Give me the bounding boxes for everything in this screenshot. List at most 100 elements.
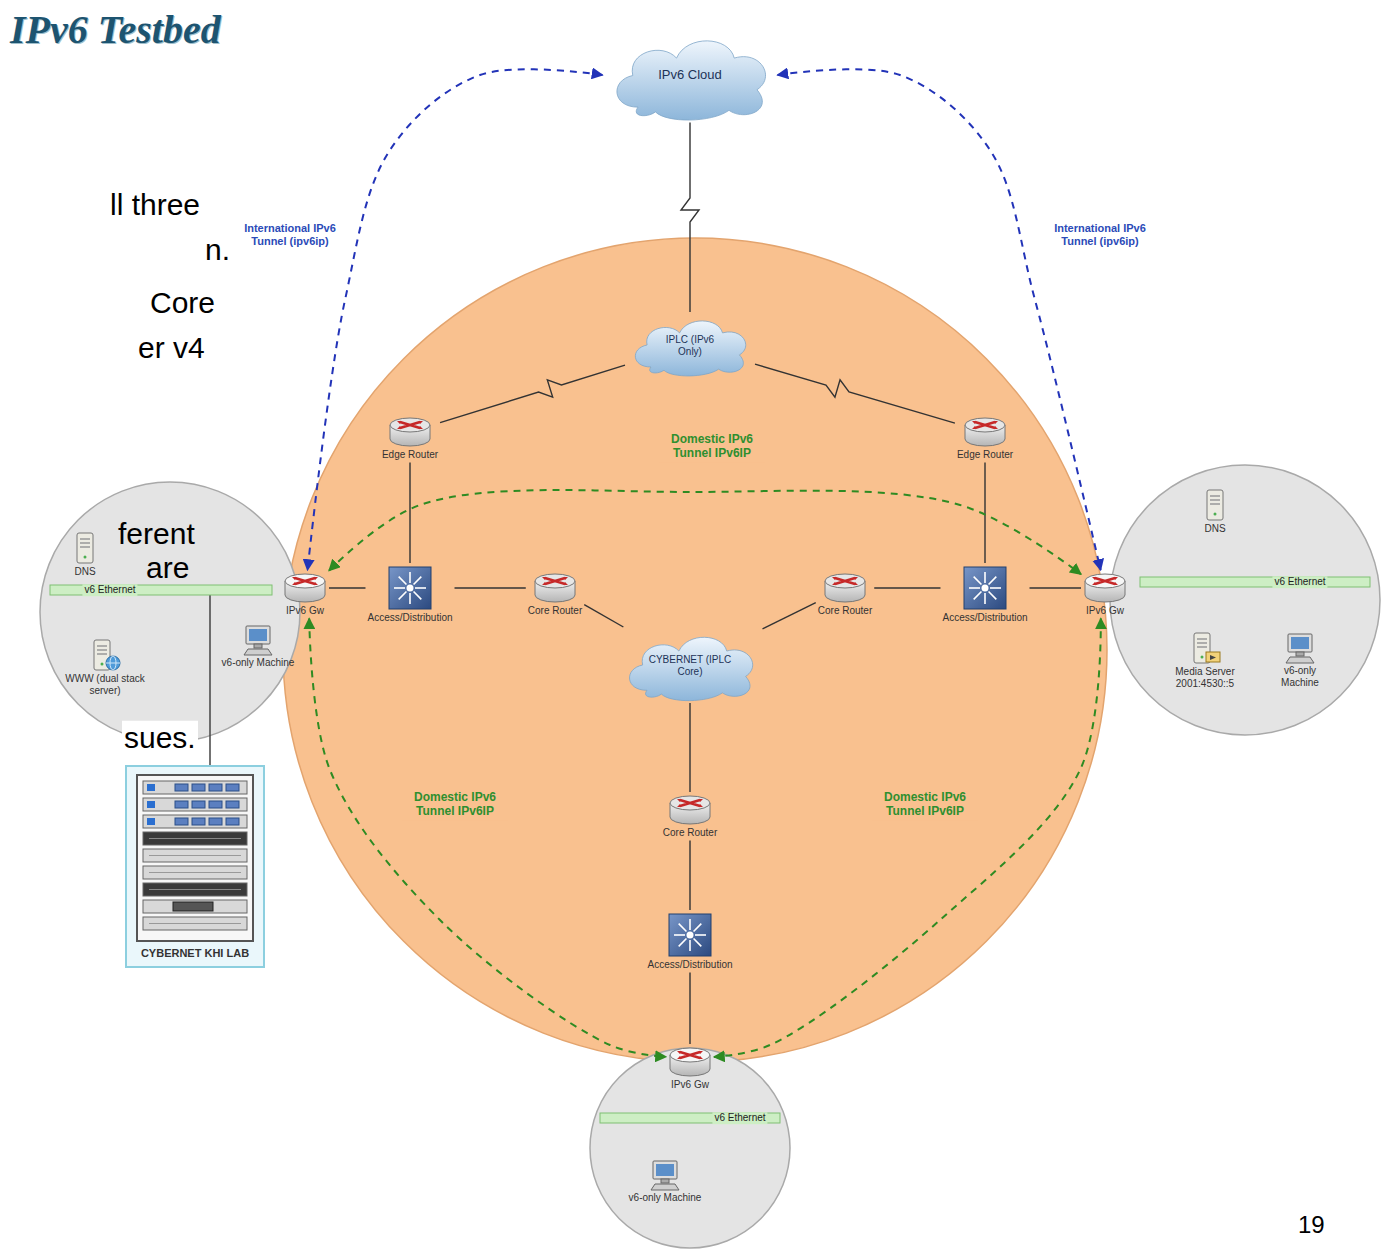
network-link: [689, 973, 690, 1045]
media-play: [1210, 655, 1216, 660]
switch-ray: [409, 572, 411, 583]
switch-ray: [695, 934, 706, 936]
drive-bay: [97, 649, 107, 651]
network-link: [409, 463, 410, 564]
server-icon: DNS: [70, 529, 100, 580]
drive-bay: [97, 645, 107, 647]
ipv6-tunnel: [714, 619, 1101, 1057]
router-top: [965, 418, 1005, 432]
network-link: [984, 463, 985, 564]
server-case: [77, 533, 93, 563]
switch-hub: [982, 585, 989, 592]
rack-unit: [143, 900, 247, 913]
router-top: [825, 574, 865, 588]
rack-vent: [149, 872, 241, 873]
node-label: IPLC (IPv6 Only): [655, 334, 725, 357]
ethernet-bar: [600, 1113, 780, 1123]
node-label: CYBERNET (IPLC Core): [648, 654, 733, 677]
gateway-router: IPv6 Gw: [666, 1044, 714, 1093]
switch-ray: [974, 592, 982, 600]
switch-ray: [694, 939, 702, 947]
rack-badge: [147, 801, 155, 808]
rack-unit: [143, 798, 247, 811]
network-link: [874, 587, 940, 588]
network-cloud: CYBERNET (IPLC Core): [618, 627, 763, 703]
icon: [72, 531, 98, 565]
node-label: v6-only Machine: [629, 1192, 702, 1204]
rack-unit: [143, 832, 247, 845]
network-link: [455, 587, 526, 588]
screen: [656, 1164, 674, 1176]
drive-bay: [80, 542, 90, 544]
node-label: Edge Router: [382, 449, 438, 461]
rack-unit: [143, 849, 247, 862]
switch-ray: [415, 587, 426, 589]
switch-ray: [984, 572, 986, 583]
cloud-outline: [629, 637, 752, 700]
router-icon: Core Router: [526, 570, 584, 619]
monitor: [1288, 634, 1312, 652]
icon: [963, 416, 1007, 448]
router-arrows: [835, 578, 855, 584]
monitor: [246, 626, 270, 644]
switch-ray: [984, 593, 986, 604]
network-link: [763, 603, 816, 629]
switch-ray: [990, 587, 1001, 589]
router-top: [670, 796, 710, 810]
router-arrowheads: [292, 577, 318, 585]
router-icon: Core Router: [661, 792, 719, 841]
rack-unit: [143, 917, 247, 930]
ipv6-tunnel: [778, 69, 1101, 570]
workstation: v6-only Machine: [1267, 630, 1333, 690]
icon: [667, 912, 713, 958]
node-label: DNS: [1204, 523, 1225, 535]
icon: [668, 794, 712, 826]
icon: [668, 1046, 712, 1078]
network-link: [689, 841, 690, 911]
wan-link: [681, 123, 699, 313]
router-icon: Edge Router: [380, 414, 440, 463]
switch-body: [389, 567, 431, 609]
monitor: [653, 1161, 677, 1179]
rack-module: [226, 818, 239, 825]
router-arrowheads: [677, 1051, 703, 1059]
slide-text: are: [146, 551, 189, 586]
site-circle: [590, 1048, 790, 1248]
router-arrows: [680, 1052, 700, 1058]
icon: [533, 572, 577, 604]
router-arrows: [545, 578, 565, 584]
switch-ray: [989, 577, 997, 585]
monitor-stand: [661, 1179, 669, 1183]
keyboard: [651, 1184, 679, 1190]
icon: [648, 1159, 682, 1191]
slide-text: Core: [150, 286, 215, 321]
node-label: Media Server 2001:4530::5: [1168, 666, 1243, 689]
ipv6-tunnel: [309, 619, 666, 1057]
rack-vent: [149, 855, 241, 856]
drive-bay: [1197, 638, 1207, 640]
tunnel-label: Domestic IPv6 Tunnel IPv6IP: [659, 432, 765, 462]
switch-icon: Access/Distribution: [940, 563, 1029, 626]
node-label: IPv6 Gw: [286, 605, 324, 617]
drive-bay: [97, 653, 107, 655]
switch-ray: [674, 934, 685, 936]
drive-bay: [1210, 503, 1220, 505]
screen: [249, 629, 267, 641]
router-top: [535, 574, 575, 588]
rack-module: [175, 818, 188, 825]
rack-unit: [143, 883, 247, 896]
rack-vent: [149, 889, 241, 890]
rack-unit: [143, 815, 247, 828]
switch-ray: [974, 577, 982, 585]
switch-ray: [399, 577, 407, 585]
tunnel-label: International IPv6 Tunnel (ipv6ip): [1050, 221, 1151, 248]
icon: [823, 572, 867, 604]
router-arrowheads: [1092, 577, 1118, 585]
slide-text: sues.: [122, 721, 198, 756]
rack-module: [175, 801, 188, 808]
node-label: DNS: [74, 566, 95, 578]
switch-icon: Access/Distribution: [365, 563, 454, 626]
icon: [1283, 632, 1317, 664]
node-label: Access/Distribution: [942, 612, 1027, 624]
node-label: CYBERNET KHI LAB: [141, 947, 249, 960]
